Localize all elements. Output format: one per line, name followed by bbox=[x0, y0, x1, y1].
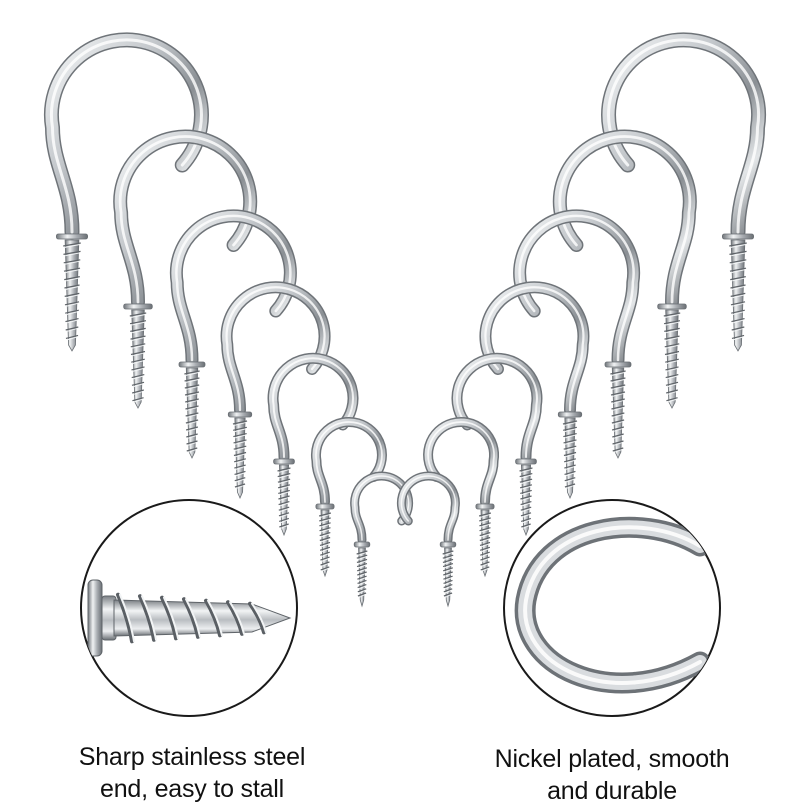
eye-hook bbox=[601, 32, 767, 352]
screw-shank bbox=[663, 309, 681, 409]
screw-shank bbox=[184, 367, 200, 459]
eye-hook bbox=[169, 209, 297, 459]
hook-zoom-inset bbox=[503, 499, 721, 717]
screw-shank bbox=[318, 509, 332, 578]
eye-hook bbox=[513, 209, 641, 459]
screw-shank bbox=[277, 464, 291, 537]
screw-tip-caption: Sharp stainless steel end, easy to stall bbox=[42, 741, 342, 805]
hook-finish-caption: Nickel plated, smooth and durable bbox=[462, 743, 762, 807]
eye-hook bbox=[423, 416, 500, 578]
screw-shank bbox=[729, 239, 747, 352]
screw-shank bbox=[442, 547, 454, 608]
screw-shank bbox=[519, 464, 533, 537]
eye-hook bbox=[43, 32, 209, 352]
screw-shank bbox=[232, 417, 248, 500]
eye-hook bbox=[479, 281, 590, 500]
eye-hook bbox=[267, 352, 359, 537]
eye-hook bbox=[552, 129, 697, 409]
screw-tip-caption-line2: end, easy to stall bbox=[99, 775, 284, 803]
hook-bend-closeup bbox=[514, 516, 711, 694]
screw-zoom-inset bbox=[80, 499, 298, 717]
eye-hook bbox=[350, 471, 414, 608]
screw-tip-closeup bbox=[87, 579, 292, 657]
hook-finish-caption-line1: Nickel plated, smooth bbox=[494, 745, 730, 773]
screw-shank bbox=[562, 417, 578, 500]
eye-hook bbox=[220, 281, 331, 500]
eye-hook bbox=[310, 416, 387, 578]
eye-hook bbox=[113, 129, 258, 409]
screw-shank bbox=[478, 509, 492, 578]
screw-shank bbox=[63, 239, 81, 352]
screw-shank bbox=[129, 309, 147, 409]
screw-shank bbox=[356, 547, 368, 608]
eye-hook bbox=[396, 471, 460, 608]
hook-finish-caption-line2: and durable bbox=[547, 777, 677, 805]
hook-set bbox=[43, 32, 767, 608]
screw-shank bbox=[610, 367, 626, 459]
eye-hook bbox=[451, 352, 543, 537]
screw-tip-caption-line1: Sharp stainless steel bbox=[78, 743, 306, 771]
